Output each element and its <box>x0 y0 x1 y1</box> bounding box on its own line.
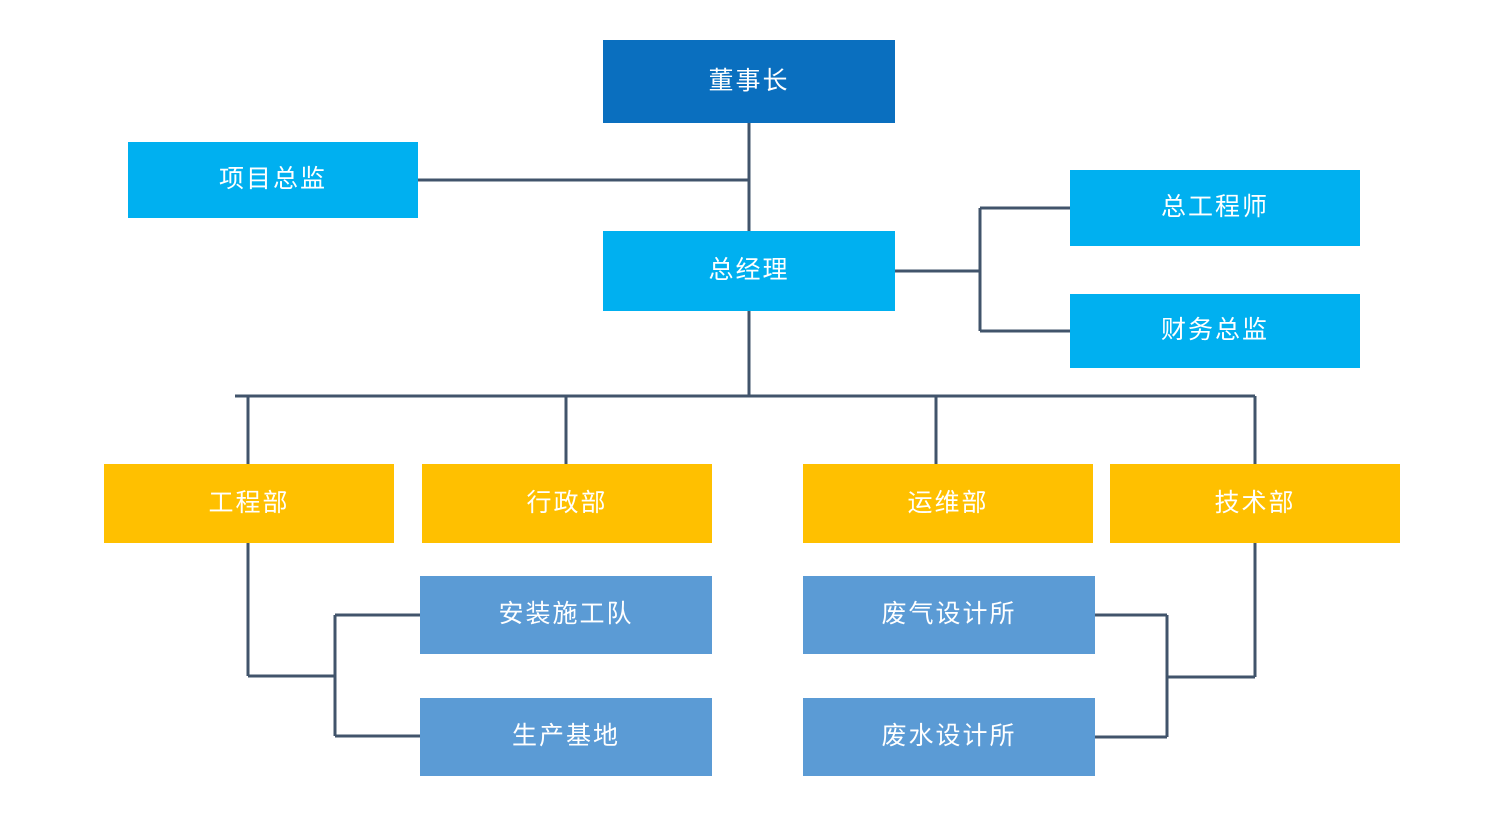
connector-general-manager-to-chief-engineer <box>895 206 1070 331</box>
org-node-label-technology-dept: 技术部 <box>1214 488 1296 517</box>
org-node-chairman[interactable]: 董事长 <box>603 40 895 123</box>
org-node-label-waste-gas-institute: 废气设计所 <box>881 600 1017 629</box>
org-node-label-chairman: 董事长 <box>708 66 790 95</box>
org-node-label-engineering-dept: 工程部 <box>208 488 290 517</box>
org-node-waste-gas-institute[interactable]: 废气设计所 <box>803 576 1095 654</box>
org-node-label-wastewater-institute: 废水设计所 <box>881 722 1017 751</box>
org-node-label-production-base: 生产基地 <box>511 722 620 751</box>
connector-departments-bus-to-engineering-dept <box>235 394 1255 464</box>
org-node-operations-dept[interactable]: 运维部 <box>803 464 1093 543</box>
org-node-label-installation-team: 安装施工队 <box>498 600 634 629</box>
org-node-production-base[interactable]: 生产基地 <box>420 698 712 776</box>
org-node-technology-dept[interactable]: 技术部 <box>1110 464 1400 543</box>
org-node-general-manager[interactable]: 总经理 <box>603 231 895 311</box>
org-node-administration-dept[interactable]: 行政部 <box>422 464 712 543</box>
connector-engineering-dept-to-installation-team <box>246 543 420 736</box>
org-node-label-general-manager: 总经理 <box>708 256 790 285</box>
org-node-label-administration-dept: 行政部 <box>526 488 608 517</box>
org-node-label-chief-engineer: 总工程师 <box>1160 193 1269 222</box>
org-node-engineering-dept[interactable]: 工程部 <box>104 464 394 543</box>
org-node-installation-team[interactable]: 安装施工队 <box>420 576 712 654</box>
org-node-wastewater-institute[interactable]: 废水设计所 <box>803 698 1095 776</box>
org-node-label-project-director: 项目总监 <box>218 165 327 194</box>
org-node-project-director[interactable]: 项目总监 <box>128 142 418 218</box>
org-node-label-finance-director: 财务总监 <box>1160 316 1269 345</box>
org-node-label-operations-dept: 运维部 <box>907 488 989 517</box>
org-node-finance-director[interactable]: 财务总监 <box>1070 294 1360 368</box>
connector-technology-dept-to-waste-gas-institute <box>1095 543 1257 737</box>
org-node-chief-engineer[interactable]: 总工程师 <box>1070 170 1360 246</box>
